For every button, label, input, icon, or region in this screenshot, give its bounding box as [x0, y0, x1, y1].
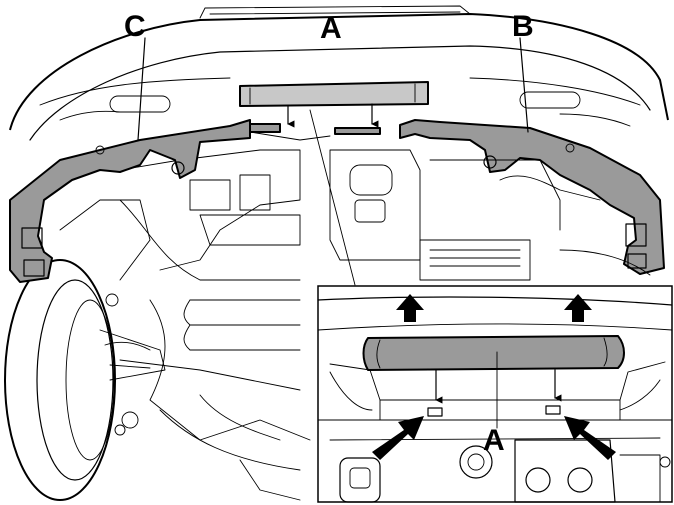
arrow-diagonal-icon — [564, 416, 616, 460]
callout-a: A — [320, 12, 342, 45]
bumper-outline — [9, 5, 669, 141]
cover-part-a — [239, 81, 429, 107]
callout-c: C — [124, 10, 146, 43]
arrow-up-icon — [396, 294, 424, 322]
wheel-tire — [4, 259, 166, 501]
arrow-diagonal-icon — [372, 416, 424, 460]
underbody-right — [329, 149, 651, 281]
detail-inset — [317, 285, 673, 503]
callout-b: B — [512, 10, 534, 43]
bracket-c — [9, 119, 251, 283]
bracket-b — [399, 119, 665, 275]
inset-cover-part-a — [362, 335, 625, 371]
inset-callout-a: A — [483, 424, 505, 457]
underbody-left — [59, 149, 311, 501]
arrow-up-icon — [564, 294, 592, 322]
